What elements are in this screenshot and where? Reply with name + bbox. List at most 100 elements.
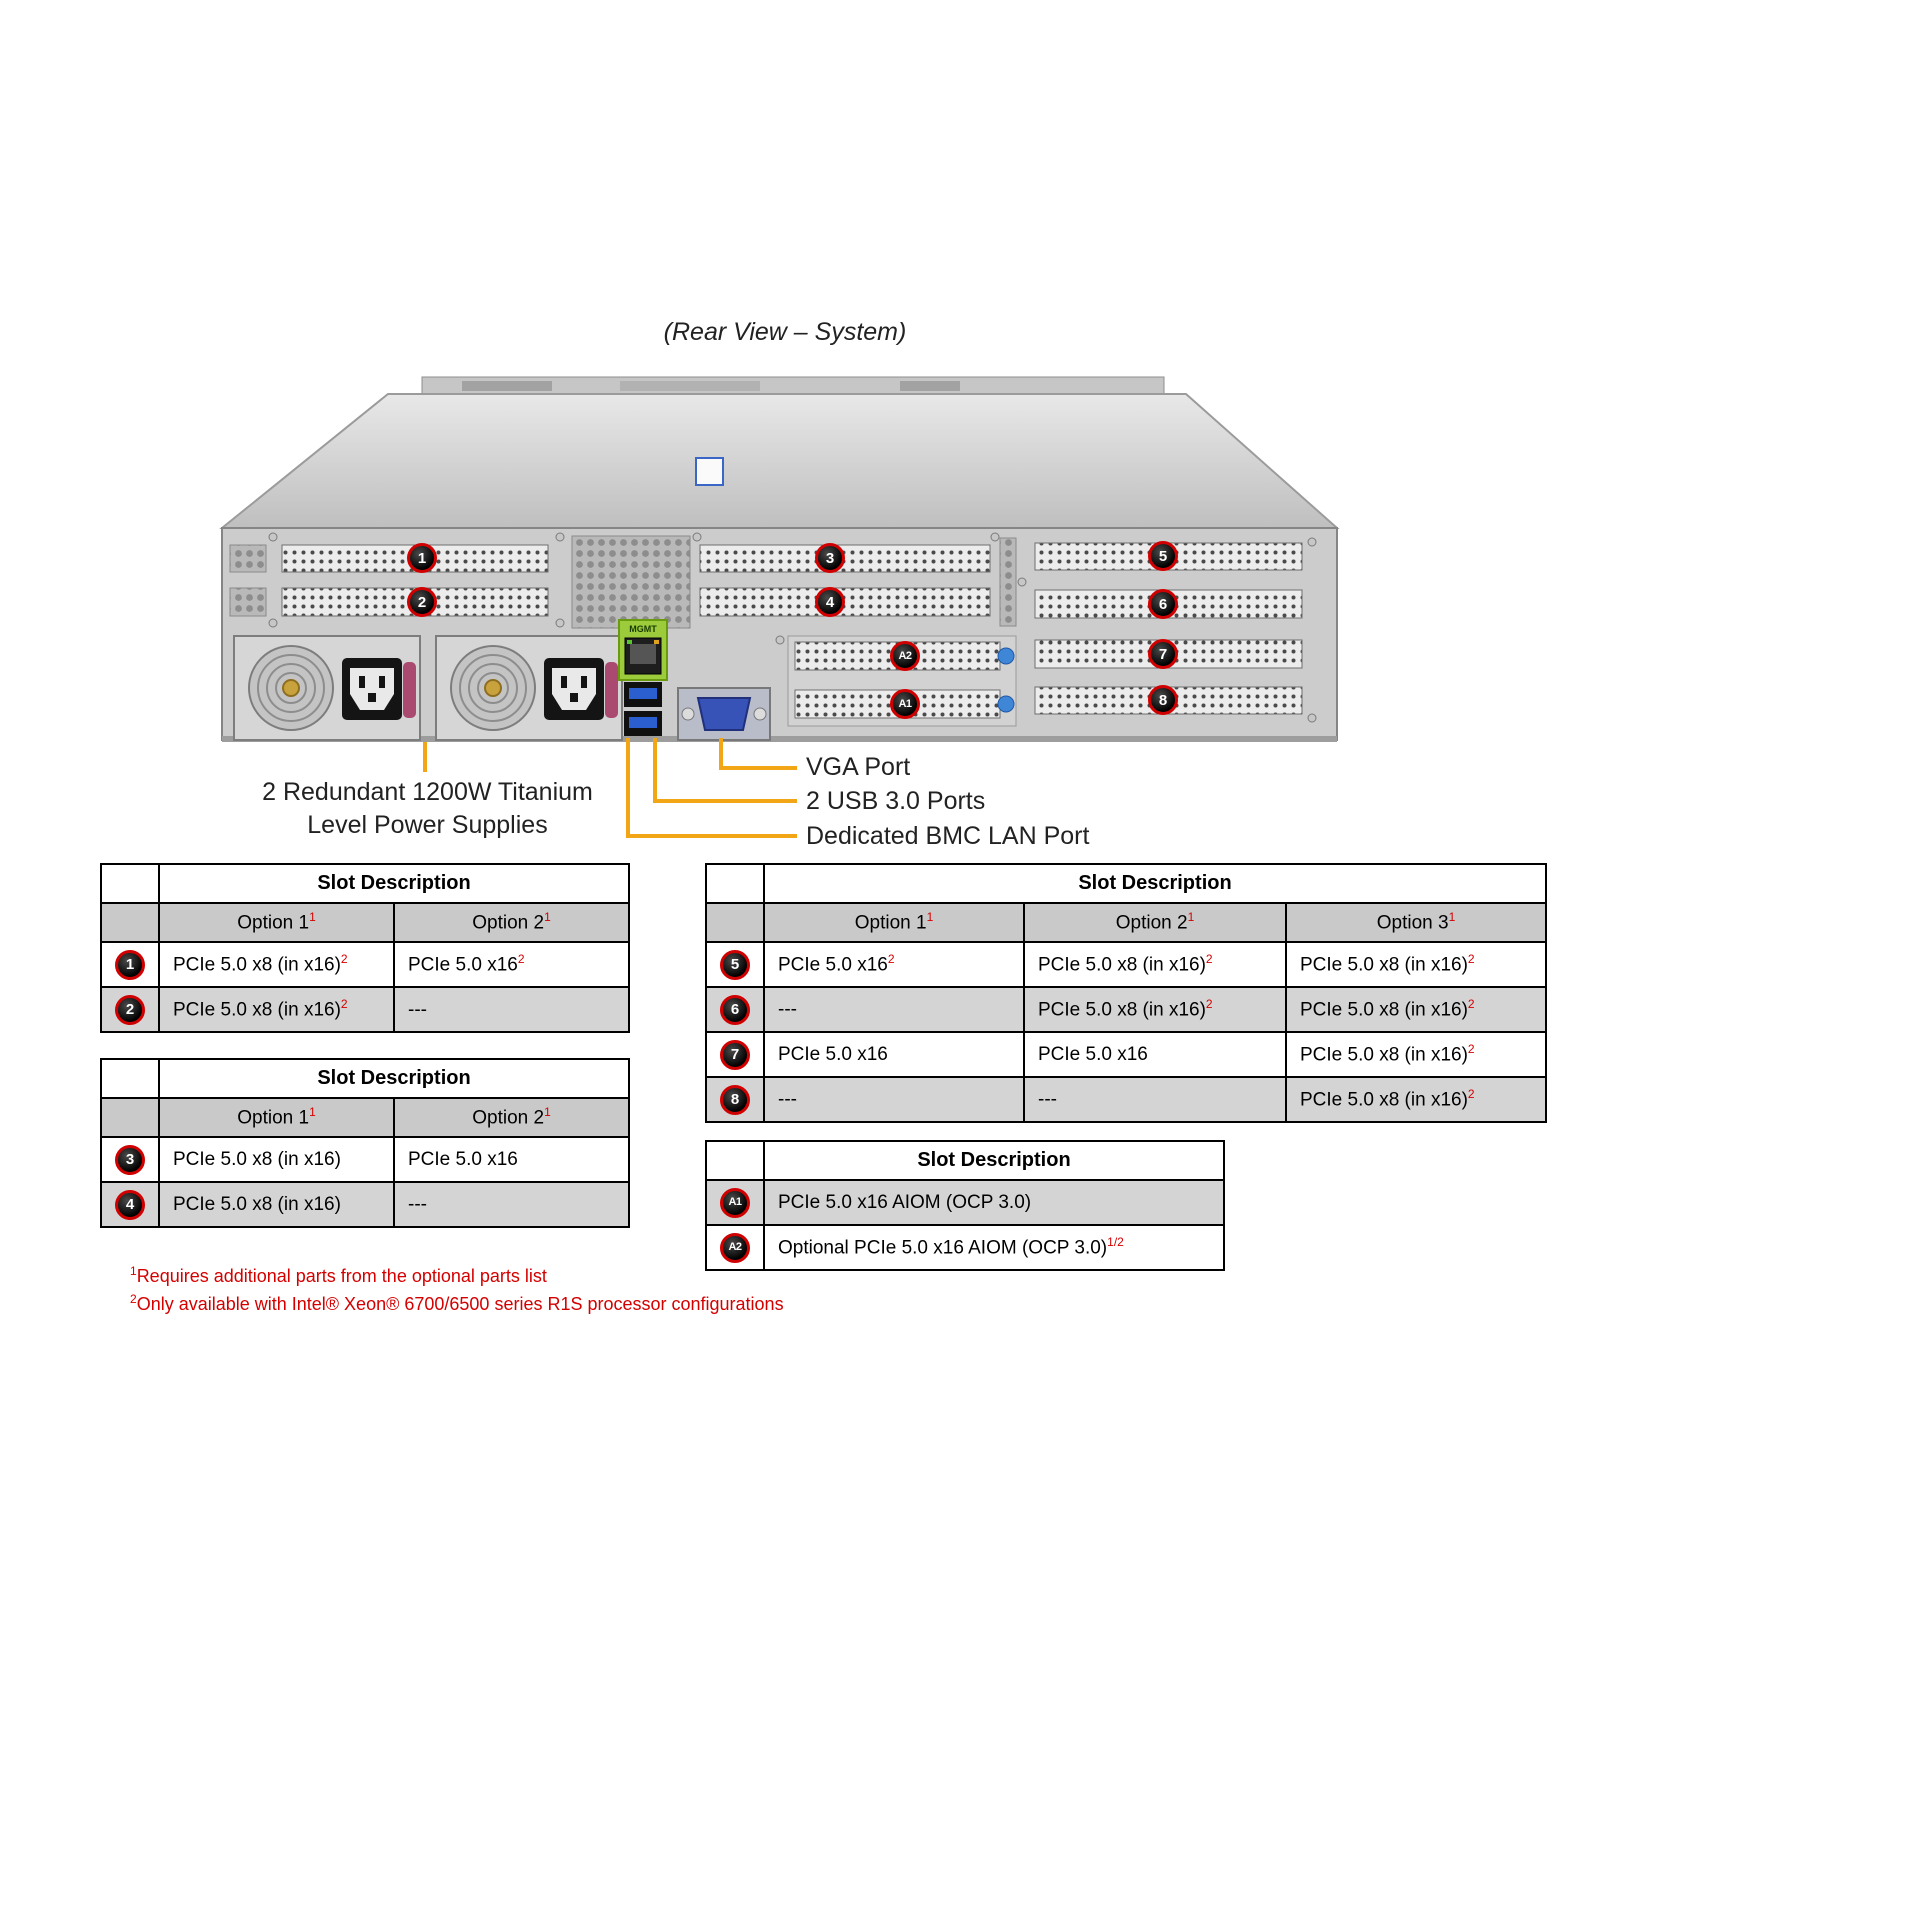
header-text: Option 2 [472,912,545,934]
cell-slot5-option2: PCIe 5.0 x8 (in x16)2 [1023,941,1287,988]
cell-a2-description: Optional PCIe 5.0 x16 AIOM (OCP 3.0)1/2 [763,1224,1225,1271]
table-slots-3-4: Slot Description Option 11 Option 21 3 P… [100,1058,631,1228]
cell-slot1-option2: PCIe 5.0 x162 [392,941,631,988]
table-header-row: Option 11 Option 21 Option 31 [705,902,1548,943]
footnote-marker: 2 [1467,952,1475,967]
cell-text: PCIe 5.0 x8 (in x16) [173,999,341,1021]
badge-cell: A1 [705,1179,765,1226]
slot-4-badge: 4 [115,1189,145,1220]
server-slot-2-badge: 2 [407,587,437,617]
slot-5-badge: 5 [720,949,750,980]
left-vent-top [229,544,267,573]
table-row-slot-6: 6 --- PCIe 5.0 x8 (in x16)2 PCIe 5.0 x8 … [705,986,1548,1033]
cell-slot8-option2: --- [1023,1076,1287,1123]
fan-grille [571,535,691,629]
badge-cell: 3 [100,1136,160,1183]
cell-slot7-option1: PCIe 5.0 x16 [763,1031,1025,1078]
usb-callout-line-v [653,738,657,803]
cell-slot8-option1: --- [763,1076,1025,1123]
cell-slot2-option2: --- [392,986,631,1033]
footnote-marker: 1 [1448,910,1456,925]
column-header-option2: Option 21 [392,1097,631,1138]
column-header-option2: Option 21 [1023,902,1287,943]
cell-text: --- [778,998,797,1020]
slot-3-badge: 3 [115,1144,145,1175]
corner-cell [100,1058,160,1099]
chassis-top-rail [421,376,1165,397]
footnote-marker: 2 [887,952,895,967]
slot-4-bracket [699,587,991,617]
slot-2-badge: 2 [115,994,145,1025]
cell-slot3-option1: PCIe 5.0 x8 (in x16) [158,1136,395,1183]
bmc-lan-port: MGMT [618,619,668,681]
cell-text: --- [1038,1088,1057,1110]
server-slot-a1-badge: A1 [890,689,920,719]
slot-7-badge: 7 [720,1039,750,1070]
table-title: Slot Description [157,863,631,904]
vga-port [677,687,771,741]
server-slot-7-badge: 7 [1148,639,1178,669]
slot-a1-badge: A1 [720,1187,750,1218]
server-slot-8-badge: 8 [1148,685,1178,715]
cell-text: PCIe 5.0 x16 [1038,1043,1148,1065]
table-row-slot-7: 7 PCIe 5.0 x16 PCIe 5.0 x16 PCIe 5.0 x8 … [705,1031,1548,1078]
badge-cell: 7 [705,1031,765,1078]
cell-text: PCIe 5.0 x8 (in x16) [1300,999,1468,1021]
footnote-marker: 2 [517,952,525,967]
server-slot-6-badge: 6 [1148,589,1178,619]
cell-text: PCIe 5.0 x16 [408,954,518,976]
cell-text: PCIe 5.0 x8 (in x16) [1038,954,1206,976]
corner-cell [705,863,765,904]
cell-slot5-option3: PCIe 5.0 x8 (in x16)2 [1284,941,1548,988]
diagram-title: (Rear View – System) [663,318,907,346]
footnote-marker: 1/2 [1107,1235,1124,1250]
footnote-text: Requires additional parts from the optio… [136,1266,547,1286]
badge-cell: 6 [705,986,765,1033]
footnote-marker: 1 [130,1264,137,1278]
header-text: Option 1 [237,1107,310,1129]
psu-label: 2 Redundant 1200W Titanium Level Power S… [205,776,650,842]
column-header-option1: Option 11 [763,902,1025,943]
psu-label-line2: Level Power Supplies [307,811,548,839]
thumbscrew-a2 [997,647,1015,665]
power-supply-1 [233,635,421,741]
footnote-marker: 1 [1187,910,1195,925]
thumbscrew-a1 [997,695,1015,713]
cell-slot5-option1: PCIe 5.0 x162 [763,941,1025,988]
footnote-marker: 2 [1205,997,1213,1012]
table-row-slot-1: 1 PCIe 5.0 x8 (in x16)2 PCIe 5.0 x162 [100,941,631,988]
slot-8-badge: 8 [720,1084,750,1115]
table-row-slot-a2: A2 Optional PCIe 5.0 x16 AIOM (OCP 3.0)1… [705,1224,1225,1271]
table-header-row: Option 11 Option 21 [100,1097,631,1138]
cell-slot6-option1: --- [763,986,1025,1033]
column-header-option3: Option 31 [1284,902,1548,943]
slot-3-bracket [699,544,991,573]
cell-slot4-option1: PCIe 5.0 x8 (in x16) [158,1181,395,1228]
server-slot-5-badge: 5 [1148,541,1178,571]
corner-cell [100,1097,160,1138]
server-slot-3-badge: 3 [815,543,845,573]
header-text: Option 1 [854,912,927,934]
mgmt-port-label: MGMT [629,624,657,634]
header-text: Option 2 [1115,912,1188,934]
cell-slot7-option3: PCIe 5.0 x8 (in x16)2 [1284,1031,1548,1078]
table-title-row: Slot Description [705,1140,1225,1181]
cell-slot7-option2: PCIe 5.0 x16 [1023,1031,1287,1078]
usb-callout-line-h [653,799,797,803]
header-text: Option 1 [237,912,310,934]
table-row-slot-4: 4 PCIe 5.0 x8 (in x16) --- [100,1181,631,1228]
slot-1-badge: 1 [115,949,145,980]
footnote-text: Only available with Intel® Xeon® 6700/65… [136,1294,784,1314]
table-row-slot-a1: A1 PCIe 5.0 x16 AIOM (OCP 3.0) [705,1179,1225,1226]
power-supply-2 [435,635,623,741]
table-title-row: Slot Description [100,1058,631,1099]
table-aiom-slots: Slot Description A1 PCIe 5.0 x16 AIOM (O… [705,1140,1225,1271]
server-slot-4-badge: 4 [815,587,845,617]
footnote-1: 1Requires additional parts from the opti… [130,1264,547,1287]
footnote-marker: 2 [1467,997,1475,1012]
cell-text: PCIe 5.0 x8 (in x16) [173,1148,341,1170]
corner-cell [705,902,765,943]
bmc-callout-line-h [626,834,797,838]
column-header-option1: Option 11 [158,1097,395,1138]
table-title: Slot Description [762,863,1548,904]
